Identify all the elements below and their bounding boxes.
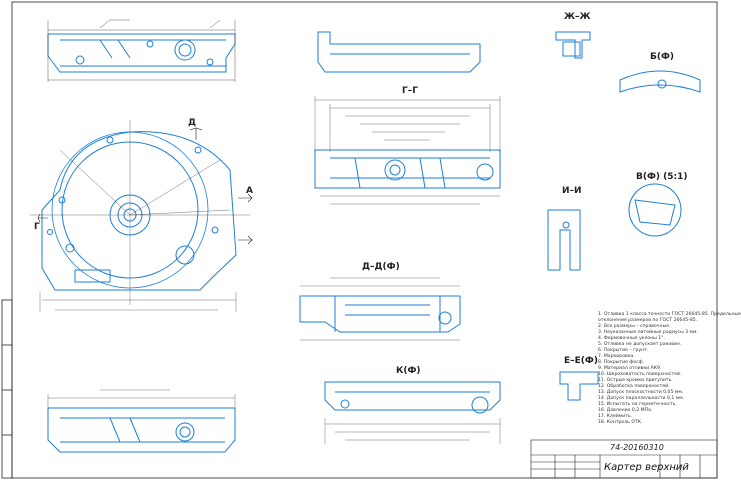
section-g-title: Г–Г (402, 86, 418, 96)
note-line: 7. Маркировка. (598, 354, 635, 359)
detail-v (628, 183, 682, 237)
section-zh-title: Ж–Ж (564, 12, 591, 22)
note-line: 18. Контроль ОТК. (598, 420, 643, 425)
section-i (547, 209, 581, 271)
section-e-title: Е–Е(Ф) (564, 356, 598, 366)
section-i-title: И–И (562, 186, 582, 196)
view-top-plan (47, 33, 236, 73)
technical-notes: 1. Отливка 1 класса точности ГОСТ 26645-… (598, 312, 741, 426)
section-k (324, 381, 501, 414)
note-line: 6. Покрытие – грунт. (598, 348, 649, 353)
section-zh (555, 31, 591, 59)
drawing-code: 74-20160310 (610, 443, 664, 452)
note-line: 14. Допуск параллельности 0,1 мм. (598, 396, 685, 401)
note-line: 13. Допуск плоскостности 0,05 мм. (598, 390, 684, 395)
note-line: 11. Острые кромки притупить. (598, 378, 673, 383)
marker-d: Д (188, 118, 197, 128)
note-line: 4. Формовочные уклоны 1°. (598, 336, 665, 341)
note-line: 8. Покрытие фосф. (598, 360, 645, 365)
note-line: 2. Все размеры – справочные. (598, 324, 671, 329)
note-line: отклонения размеров по ГОСТ 26645-85. (598, 318, 698, 323)
section-v-title: В(Ф) (5:1) (636, 172, 688, 182)
marker-a: А (246, 186, 253, 196)
section-k-title: К(Ф) (396, 366, 421, 376)
view-bottom-plan (47, 407, 236, 453)
drawing-sheet (1, 1, 718, 479)
note-line: 12. Обработка поверхностей. (598, 384, 670, 389)
section-e (559, 371, 599, 401)
section-b-title: Б(Ф) (650, 52, 675, 62)
note-line: 15. Испытать на герметичность. (598, 402, 677, 407)
drawing-frame (1, 1, 718, 479)
detail-b (619, 70, 701, 93)
section-d-title: Д–Д(Ф) (362, 262, 400, 272)
note-line: 1. Отливка 1 класса точности ГОСТ 26645-… (598, 312, 741, 317)
section-d (299, 295, 461, 333)
drawing-title: Картер верхний (604, 462, 689, 473)
note-line: 3. Неуказанные литейные радиусы 3 мм. (598, 330, 698, 335)
note-line: 17. Клеймить. (598, 414, 633, 419)
section-arrows (37, 127, 253, 245)
marker-g: Г (34, 222, 40, 232)
section-g (314, 31, 501, 189)
note-line: 9. Материал отливки АК9. (598, 366, 662, 371)
note-line: 5. Отливка не допускает раковин. (598, 342, 682, 347)
view-front-flange (41, 131, 237, 291)
note-line: 10. Шероховатость поверхностей. (598, 372, 682, 377)
title-block (530, 439, 718, 479)
note-line: 16. Давление 0,2 МПа. (598, 408, 653, 413)
